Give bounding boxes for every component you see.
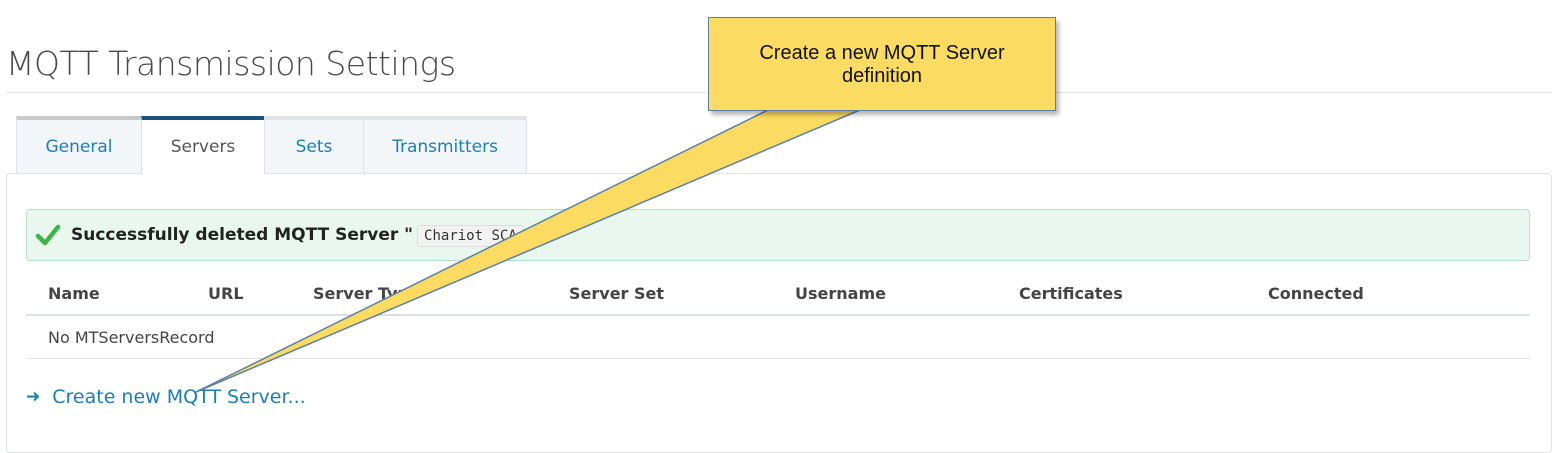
annotation-callout: Create a new MQTT Server definition	[708, 17, 1056, 111]
callout-text: Create a new MQTT Server definition	[759, 42, 1005, 87]
table-row: No MTServersRecord	[26, 316, 1530, 359]
empty-table-message: No MTServersRecord	[48, 328, 215, 347]
settings-tabs: General Servers Sets Transmitters	[16, 116, 527, 174]
alert-message: Successfully deleted MQTT Server "Chario…	[71, 225, 524, 247]
column-header-server-set[interactable]: Server Set	[569, 284, 665, 303]
create-server-link[interactable]: ➜ Create new MQTT Server...	[26, 386, 306, 408]
column-header-certificates[interactable]: Certificates	[1019, 284, 1123, 303]
tab-sets[interactable]: Sets	[264, 116, 364, 174]
column-header-server-type[interactable]: Server Type	[313, 284, 420, 303]
arrow-right-icon: ➜	[26, 387, 41, 407]
tab-servers[interactable]: Servers	[141, 116, 265, 174]
column-header-name[interactable]: Name	[48, 284, 100, 303]
servers-table-header: Name URL Server Type Server Set Username…	[26, 278, 1530, 316]
create-server-label: Create new MQTT Server...	[52, 386, 306, 408]
alert-message-text: Successfully deleted MQTT Server "	[71, 225, 414, 245]
column-header-url[interactable]: URL	[208, 284, 244, 303]
column-header-connected[interactable]: Connected	[1268, 284, 1364, 303]
page-title: MQTT Transmission Settings	[6, 44, 456, 83]
column-header-username[interactable]: Username	[795, 284, 886, 303]
check-icon	[35, 222, 61, 248]
tab-transmitters[interactable]: Transmitters	[363, 116, 527, 174]
alert-server-name: Chariot SCA	[417, 225, 524, 247]
tab-general[interactable]: General	[16, 116, 142, 174]
success-alert: Successfully deleted MQTT Server "Chario…	[26, 209, 1530, 261]
